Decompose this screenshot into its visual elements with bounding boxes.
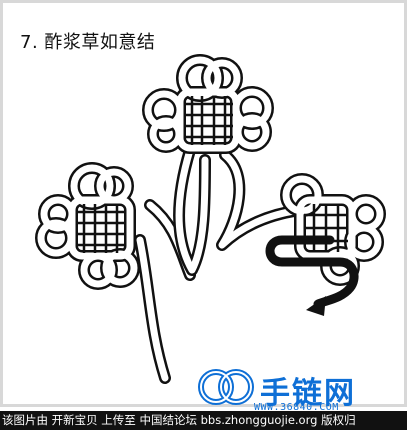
brand-knot-logo-icon (198, 369, 254, 405)
brand-url: WWW.36840.COM (254, 402, 339, 413)
brand-name: 手链网 (260, 376, 356, 411)
knot-diagram (35, 54, 386, 384)
direction-arrow (265, 235, 359, 316)
footer-caption: 该图片由 开新宝贝 上传至 中国结论坛 bbs.zhongguojie.org … (0, 411, 407, 430)
left-knot (35, 162, 140, 290)
upper-knot (142, 54, 274, 154)
diagram-title: 7. 酢浆草如意结 (20, 32, 156, 53)
cord-tails (134, 144, 306, 384)
